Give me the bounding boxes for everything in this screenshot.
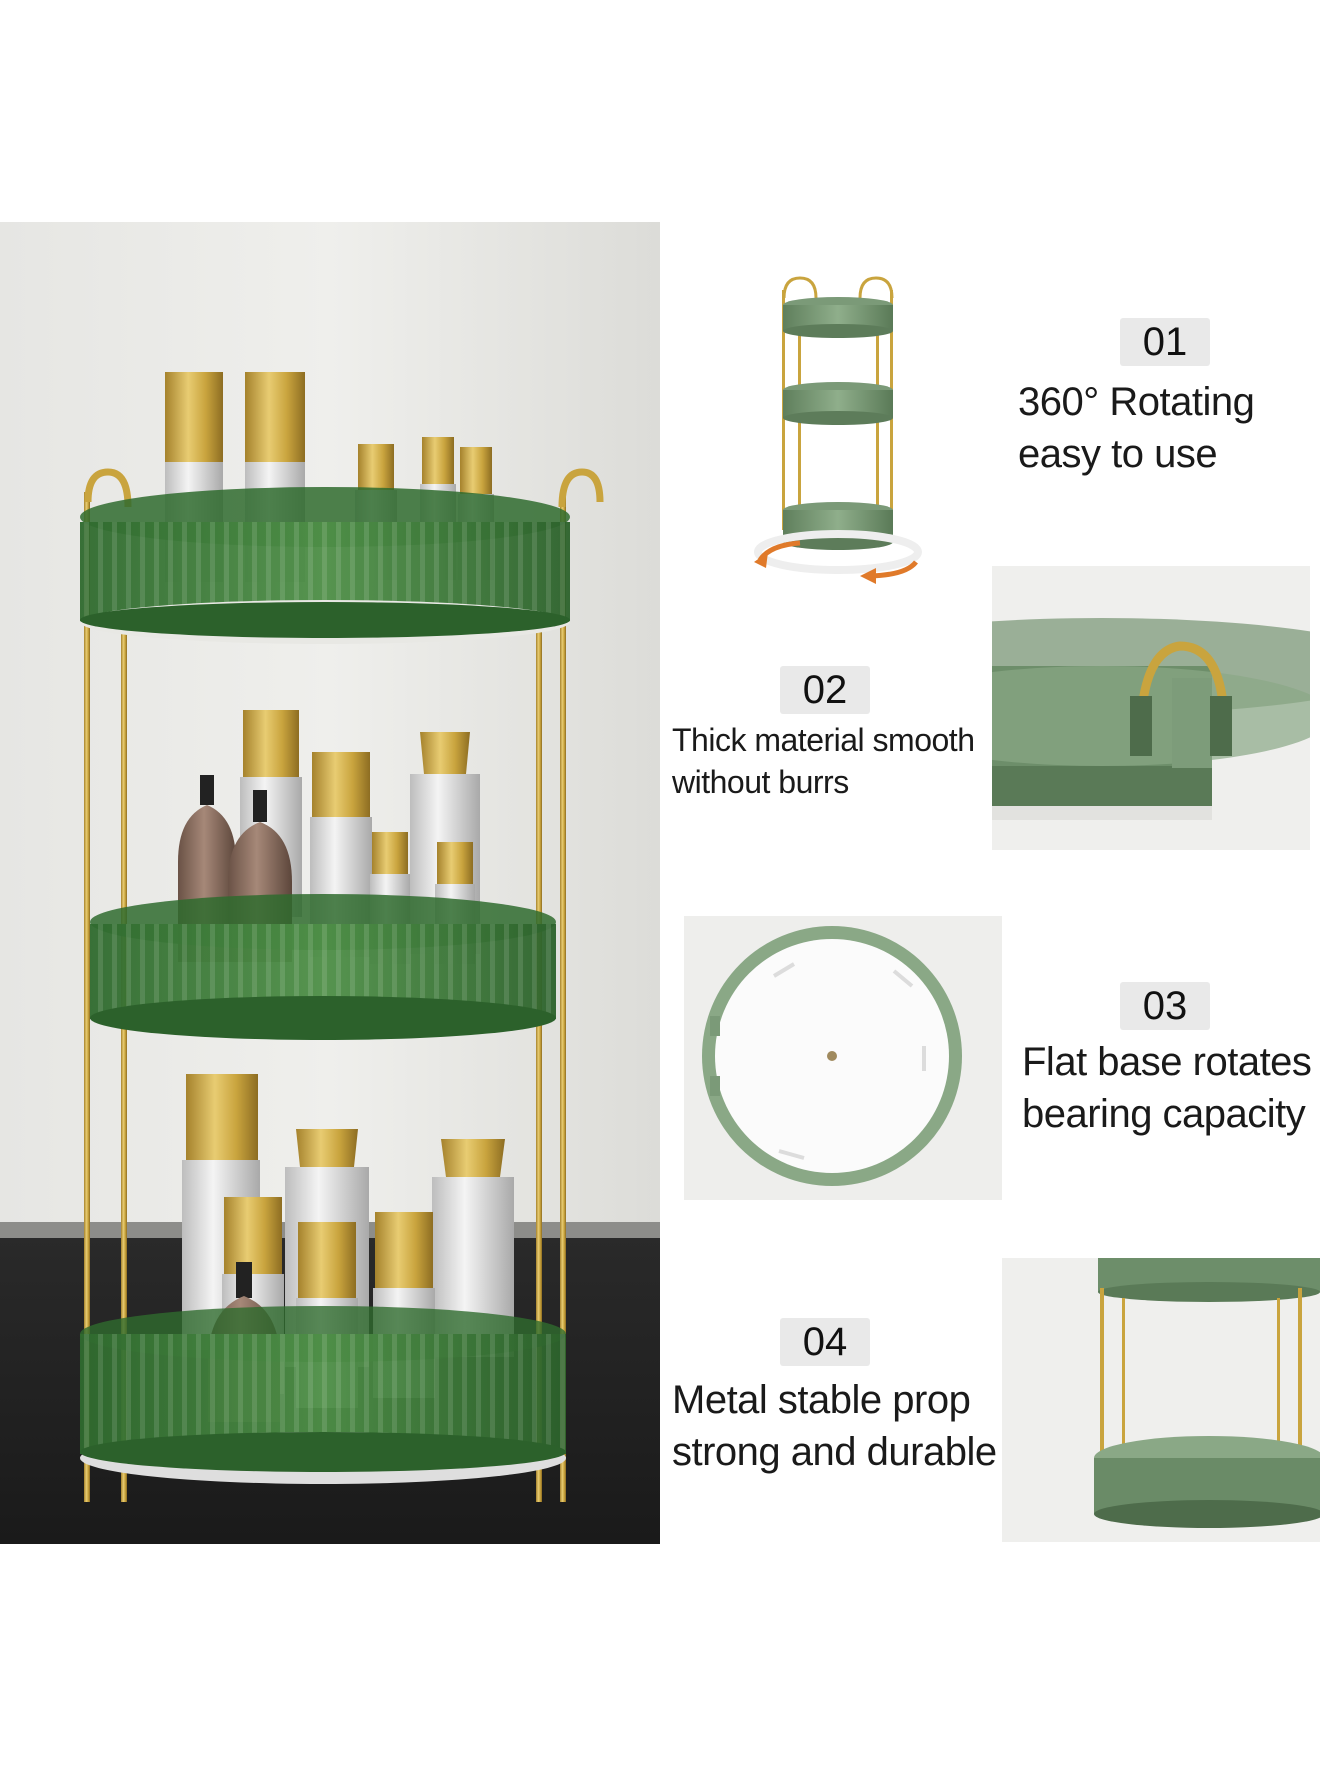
feature-caption-03-line1: Flat base rotates — [1022, 1040, 1312, 1084]
feature-caption-02-line2: without burrs — [672, 763, 849, 800]
three-tier-organizer-image — [0, 222, 660, 1544]
feature-number-badge-01: 01 — [1120, 318, 1210, 366]
feature-number-badge-04: 04 — [780, 1318, 870, 1366]
feature-caption-03-line2: bearing capacity — [1022, 1092, 1306, 1136]
metal-prop-photo — [1002, 1258, 1320, 1542]
flat-base-photo — [684, 916, 1002, 1200]
rotation-arrows-icon — [754, 540, 918, 584]
feature-caption-03: Flat base rotates bearing capacity — [1022, 1036, 1312, 1140]
feature-caption-02-line1: Thick material smooth — [672, 722, 975, 758]
feature-caption-04-line2: strong and durable — [672, 1430, 997, 1474]
feature-caption-01-line2: easy to use — [1018, 432, 1218, 476]
feature-number-badge-02: 02 — [780, 666, 870, 714]
feature-caption-01: 360° Rotating easy to use — [1018, 376, 1255, 480]
feature-number-badge-03: 03 — [1120, 982, 1210, 1030]
tray-edge-closeup-photo — [992, 566, 1310, 850]
feature-caption-04: Metal stable prop strong and durable — [672, 1374, 997, 1478]
rotating-organizer-thumbnail — [730, 270, 950, 590]
feature-caption-01-line1: 360° Rotating — [1018, 380, 1255, 424]
main-product-photo — [0, 222, 660, 1544]
feature-caption-02: Thick material smooth without burrs — [672, 720, 975, 803]
feature-caption-04-line1: Metal stable prop — [672, 1378, 971, 1422]
